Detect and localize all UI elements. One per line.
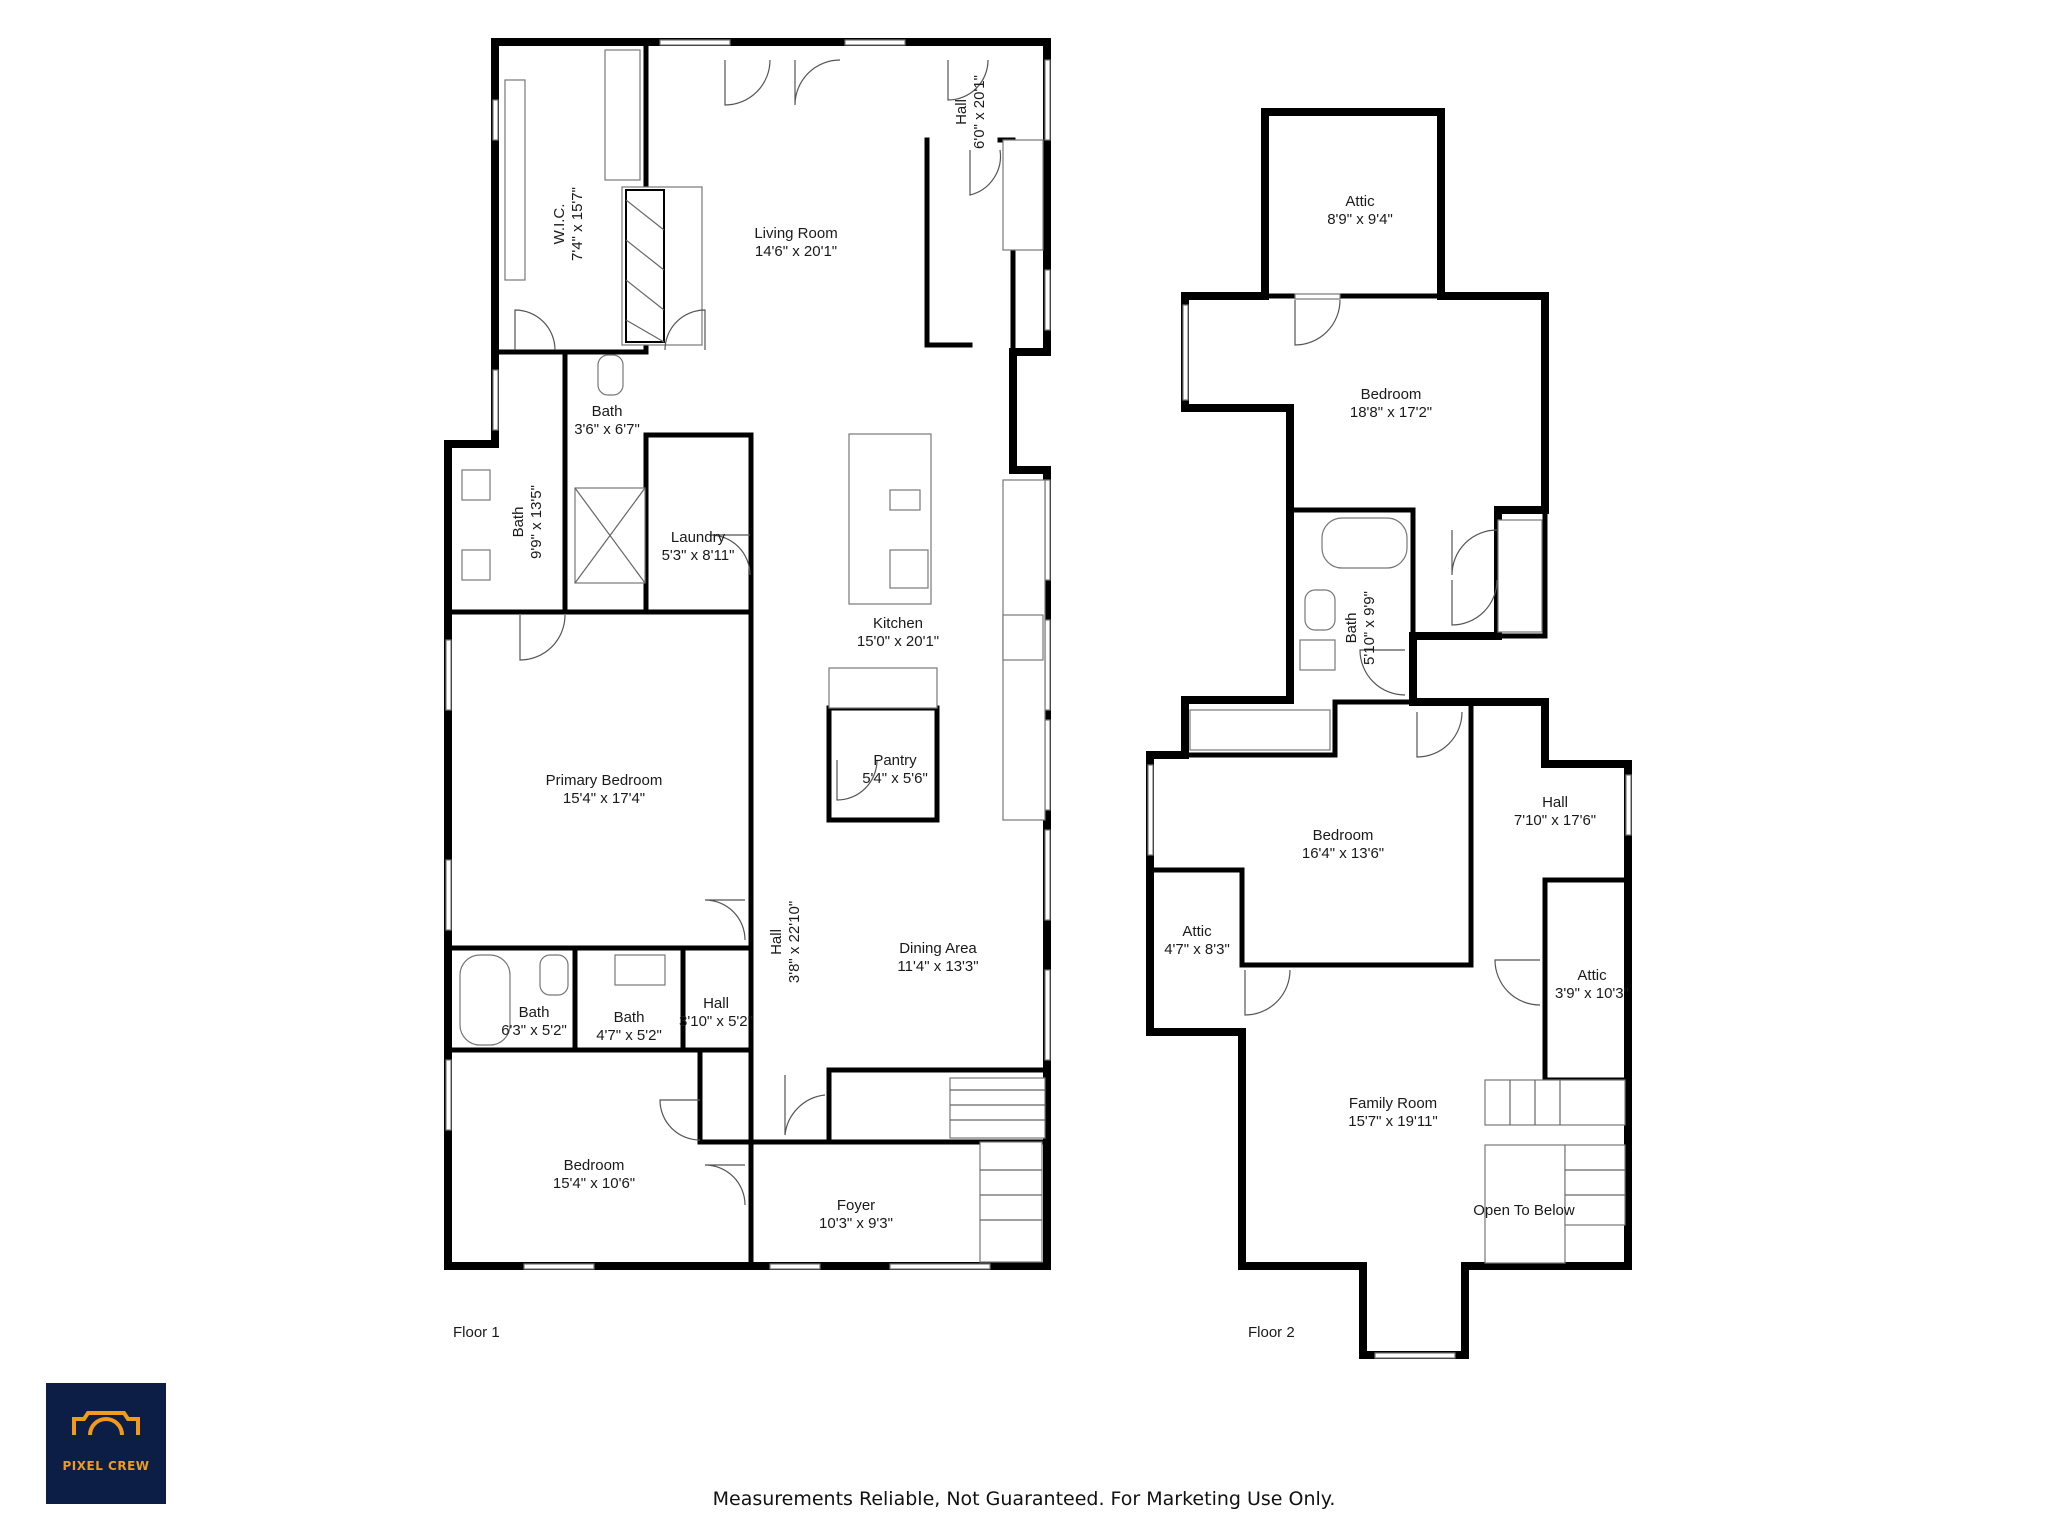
room-dims: 15'0" x 20'1" (857, 633, 939, 650)
room-name: Bath (1343, 613, 1360, 644)
room-label-bedroom-north: Bedroom 18'8" x 17'2" (1350, 386, 1432, 421)
room-dims: 6'3" x 5'2" (501, 1022, 567, 1039)
floor-1-plan (444, 38, 1051, 1270)
room-name: Bedroom (1361, 386, 1422, 403)
room-label-pantry: Pantry 5'4" x 5'6" (862, 752, 928, 787)
room-dims: 3'8" x 22'10" (786, 901, 803, 983)
room-dims: 15'4" x 17'4" (563, 790, 645, 807)
room-name: Bath (614, 1009, 645, 1026)
room-label-laundry: Laundry 5'3" x 8'11" (662, 529, 735, 564)
room-dims: 14'6" x 20'1" (755, 243, 837, 260)
room-name: Open To Below (1473, 1202, 1575, 1219)
room-labels-floor-1: W.I.C. 7'4" x 15'7" Hall 6'0" x 20'1" Li… (501, 75, 988, 1232)
room-label-hall-upper: Hall 6'0" x 20'1" (953, 75, 988, 149)
room-dims: 10'3" x 9'3" (819, 1215, 893, 1232)
room-label-bath-small: Bath 3'6" x 6'7" (574, 403, 640, 438)
room-name: Attic (1182, 923, 1212, 940)
room-dims: 7'4" x 15'7" (569, 187, 586, 261)
room-label-family-room: Family Room 15'7" x 19'11" (1348, 1095, 1438, 1130)
pixel-crew-logo: PIXEL CREW (46, 1383, 166, 1504)
room-dims: 7'10" x 17'6" (1514, 812, 1596, 829)
room-label-kitchen: Kitchen 15'0" x 20'1" (857, 615, 939, 650)
room-name: Bath (592, 403, 623, 420)
room-label-bedroom-f1: Bedroom 15'4" x 10'6" (553, 1157, 635, 1192)
room-name: W.I.C. (551, 204, 568, 245)
room-name: Living Room (754, 225, 837, 242)
camera-icon (72, 1411, 140, 1436)
room-label-bath-b: Bath 4'7" x 5'2" (596, 1009, 662, 1044)
room-dims: 3'6" x 6'7" (574, 421, 640, 438)
room-label-bath-primary: Bath 9'9" x 13'5" (510, 485, 545, 559)
room-label-bedroom-mid: Bedroom 16'4" x 13'6" (1302, 827, 1384, 862)
room-name: Laundry (671, 529, 726, 546)
room-label-dining-area: Dining Area 11'4" x 13'3" (897, 940, 978, 975)
room-dims: 8'9" x 9'4" (1327, 211, 1393, 228)
floor-2-plan (1146, 108, 1632, 1359)
room-dims: 15'4" x 10'6" (553, 1175, 635, 1192)
room-dims: 3'9" x 10'3" (1555, 985, 1629, 1002)
room-label-bath-a: Bath 6'3" x 5'2" (501, 1004, 567, 1039)
room-label-hall-long: Hall 3'8" x 22'10" (768, 901, 803, 983)
floor-1-label: Floor 1 (453, 1324, 500, 1341)
room-label-attic-left: Attic 4'7" x 8'3" (1164, 923, 1230, 958)
room-label-attic-top: Attic 8'9" x 9'4" (1327, 193, 1393, 228)
room-label-bath-f2: Bath 5'10" x 9'9" (1343, 591, 1378, 665)
room-dims: 9'9" x 13'5" (528, 485, 545, 559)
room-name: Kitchen (873, 615, 923, 632)
room-name: Bedroom (564, 1157, 625, 1174)
room-name: Hall (768, 929, 785, 955)
floor-2-label: Floor 2 (1248, 1324, 1295, 1341)
room-name: Bedroom (1313, 827, 1374, 844)
logo-text: PIXEL CREW (62, 1459, 150, 1473)
room-name: Hall (953, 99, 970, 125)
room-name: Bath (519, 1004, 550, 1021)
room-dims: 18'8" x 17'2" (1350, 404, 1432, 421)
room-dims: 3'10" x 5'2" (679, 1013, 753, 1030)
room-name: Bath (510, 507, 527, 538)
room-name: Foyer (837, 1197, 875, 1214)
room-name: Family Room (1349, 1095, 1437, 1112)
room-dims: 5'3" x 8'11" (662, 547, 735, 564)
room-name: Pantry (873, 752, 917, 769)
room-dims: 4'7" x 8'3" (1164, 941, 1230, 958)
room-name: Hall (1542, 794, 1568, 811)
room-dims: 6'0" x 20'1" (971, 75, 988, 149)
room-label-hall-small: Hall 3'10" x 5'2" (679, 995, 753, 1030)
room-dims: 11'4" x 13'3" (897, 958, 978, 975)
room-dims: 15'7" x 19'11" (1348, 1113, 1438, 1130)
room-label-foyer: Foyer 10'3" x 9'3" (819, 1197, 893, 1232)
room-label-primary-bedroom: Primary Bedroom 15'4" x 17'4" (546, 772, 663, 807)
room-dims: 5'4" x 5'6" (862, 770, 928, 787)
room-label-living-room: Living Room 14'6" x 20'1" (754, 225, 837, 260)
room-label-wic: W.I.C. 7'4" x 15'7" (551, 187, 586, 261)
room-dims: 5'10" x 9'9" (1361, 591, 1378, 665)
room-dims: 16'4" x 13'6" (1302, 845, 1384, 862)
room-name: Attic (1577, 967, 1607, 984)
room-label-hall-f2: Hall 7'10" x 17'6" (1514, 794, 1596, 829)
room-label-open-to-below: Open To Below (1473, 1202, 1575, 1219)
room-label-attic-right: Attic 3'9" x 10'3" (1555, 967, 1629, 1002)
room-dims: 4'7" x 5'2" (596, 1027, 662, 1044)
room-name: Dining Area (899, 940, 977, 957)
disclaimer-footer: Measurements Reliable, Not Guaranteed. F… (712, 1488, 1336, 1510)
room-name: Primary Bedroom (546, 772, 663, 789)
room-labels-floor-2: Attic 8'9" x 9'4" Bedroom 18'8" x 17'2" … (1164, 193, 1629, 1219)
room-name: Hall (703, 995, 729, 1012)
room-name: Attic (1345, 193, 1375, 210)
